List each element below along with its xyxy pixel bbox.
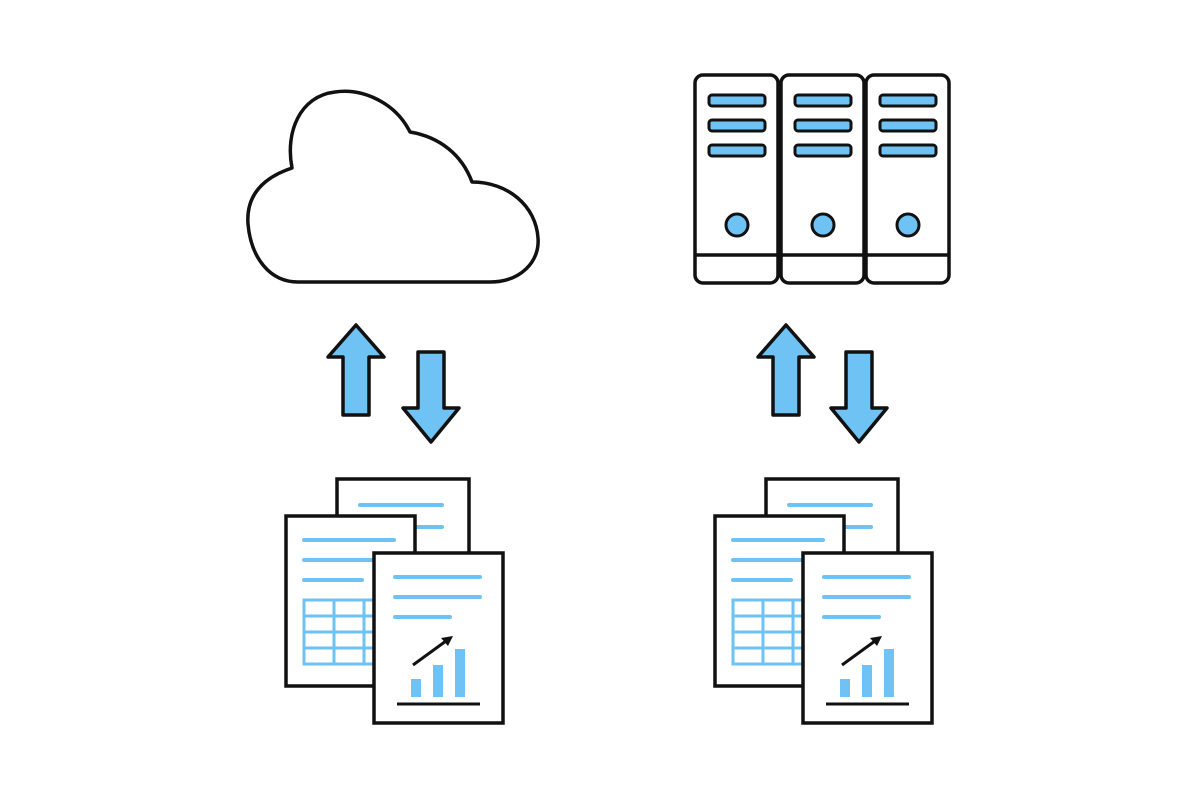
arrow-down-icon [401, 350, 461, 444]
arrow-up-icon [326, 323, 386, 417]
documents-stack-icon [713, 477, 934, 725]
arrow-up-icon [756, 323, 816, 417]
arrow-down-icon [829, 350, 889, 444]
documents-stack-icon [284, 477, 505, 725]
cloud-icon [246, 89, 540, 284]
server-rack-icon [693, 73, 951, 285]
left-group [246, 89, 540, 725]
right-group [693, 73, 951, 725]
